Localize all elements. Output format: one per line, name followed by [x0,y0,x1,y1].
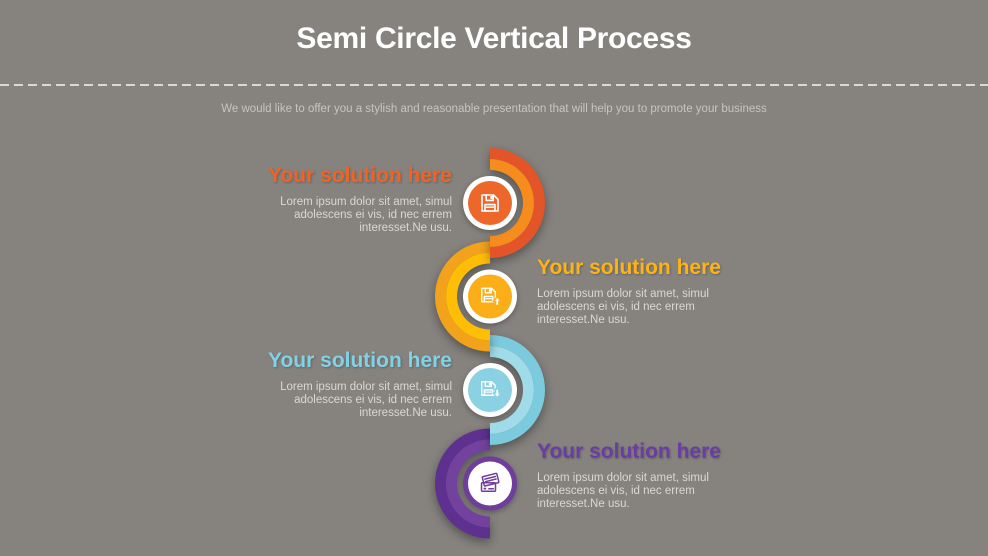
step-4-body: Lorem ipsum dolor sit amet, simul adoles… [537,472,709,510]
step-4-heading: Your solution here [537,440,721,463]
ring-outer-band [435,428,490,539]
step-3-body: Lorem ipsum dolor sit amet, simul adoles… [280,381,452,419]
badge-inner-circle [468,181,512,225]
process-step-3-badge [463,363,517,417]
step-2-body: Lorem ipsum dolor sit amet, simul adoles… [537,288,709,326]
process-step-2-badge [463,269,517,324]
slide-title: Semi Circle Vertical Process [296,22,692,55]
badge-inner-circle [468,461,512,506]
credit-cards-icon [480,472,500,493]
process-step-4-ring [435,428,490,539]
step-1-body: Lorem ipsum dolor sit amet, simul adoles… [280,196,452,234]
down-arrow [492,388,502,399]
process-step-4-badge [463,456,517,511]
ring-outer-band [435,241,490,352]
process-step-3-text: Your solution here Lorem ipsum dolor sit… [227,349,452,421]
slide-subtitle: We would like to offer you a stylish and… [221,103,767,115]
process-step-4-text: Your solution here Lorem ipsum dolor sit… [537,440,762,512]
ring-outer-band [490,335,545,445]
process-step-3-ring [490,335,545,445]
process-step-2-text: Your solution here Lorem ipsum dolor sit… [537,256,762,328]
ring-inner-band [446,439,490,528]
ring-inner-band [446,252,490,341]
semi-circle-process-diagram [435,148,545,539]
process-step-1-ring [490,148,545,258]
step-3-heading: Your solution here [268,349,452,372]
divider-dashed-line [0,84,988,86]
save-upload-icon [481,287,502,307]
ring-inner-band [490,159,534,247]
step-1-heading: Your solution here [268,164,452,187]
step-2-heading: Your solution here [537,256,721,279]
ring-inner-band [490,346,534,434]
up-arrow [492,296,502,307]
process-step-2-ring [435,241,490,352]
process-step-1-text: Your solution here Lorem ipsum dolor sit… [227,164,452,236]
save-icon [481,194,499,212]
ring-outer-band [490,148,545,258]
save-download-icon [481,381,502,399]
process-step-1-badge [463,176,517,230]
